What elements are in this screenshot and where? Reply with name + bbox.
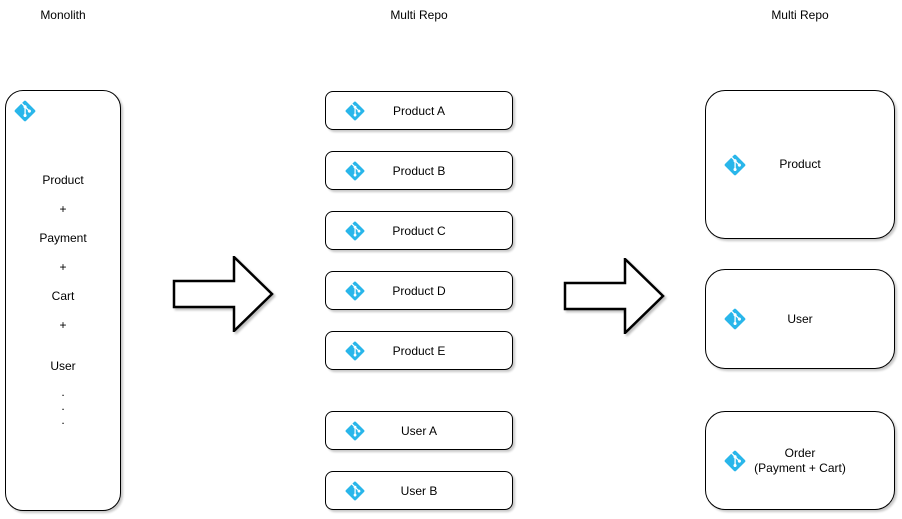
monolith-component: Payment	[39, 231, 87, 245]
repo-label: Product C	[392, 223, 446, 238]
ellipsis-dot: .	[61, 399, 65, 413]
ellipsis-dot: .	[61, 413, 65, 427]
repo-label: Product A	[392, 103, 446, 118]
repo-shape-user-b: User B	[325, 471, 513, 510]
git-icon	[345, 101, 365, 121]
column-title-multi-repo: Multi Repo	[390, 8, 448, 22]
repo-shape-product-e: Product E	[325, 331, 513, 370]
ellipsis-dot: .	[61, 385, 65, 399]
git-icon	[345, 161, 365, 181]
repo-label: User A	[400, 423, 437, 438]
repo-shape-user-a: User A	[325, 411, 513, 450]
repo-label: Product E	[392, 343, 446, 358]
service-shape-user: User	[705, 269, 895, 369]
column-title-monolith: Monolith	[40, 8, 86, 22]
git-icon	[345, 221, 365, 241]
git-icon	[345, 341, 365, 361]
plus-separator: +	[59, 260, 67, 274]
repo-label: Product B	[392, 163, 446, 178]
repo-label: Product D	[392, 283, 446, 298]
repo-shape-product-b: Product B	[325, 151, 513, 190]
monolith-component-list: Product + Payment + Cart + User . . .	[39, 166, 86, 435]
plus-separator: +	[59, 318, 67, 332]
git-icon	[724, 308, 746, 330]
arrow-right-icon	[172, 256, 274, 332]
git-icon	[14, 100, 36, 122]
git-icon	[345, 281, 365, 301]
repo-label: User B	[400, 483, 438, 498]
plus-separator: +	[59, 202, 67, 216]
column-title-multi-repo-consolidated: Multi Repo	[771, 8, 829, 22]
repo-shape-product-a: Product A	[325, 91, 513, 130]
service-label: Product	[779, 157, 821, 171]
service-label: Order	[784, 445, 816, 460]
service-sublabel: (Payment + Cart)	[754, 460, 846, 475]
repo-shape-product-d: Product D	[325, 271, 513, 310]
ellipsis: . . .	[61, 385, 64, 427]
monolith-component: User	[50, 359, 76, 373]
repo-shape-product-c: Product C	[325, 211, 513, 250]
git-icon	[724, 154, 746, 176]
arrow-right-icon	[563, 258, 665, 334]
git-icon	[345, 421, 365, 441]
git-icon	[345, 481, 365, 501]
monolith-component: Product	[42, 173, 84, 187]
git-icon	[724, 450, 746, 472]
monolith-component: Cart	[51, 289, 75, 303]
service-shape-product: Product	[705, 90, 895, 239]
service-label: User	[787, 311, 813, 326]
monolith-shape: Product + Payment + Cart + User . . .	[5, 90, 121, 511]
service-shape-order: Order (Payment + Cart)	[705, 411, 895, 510]
